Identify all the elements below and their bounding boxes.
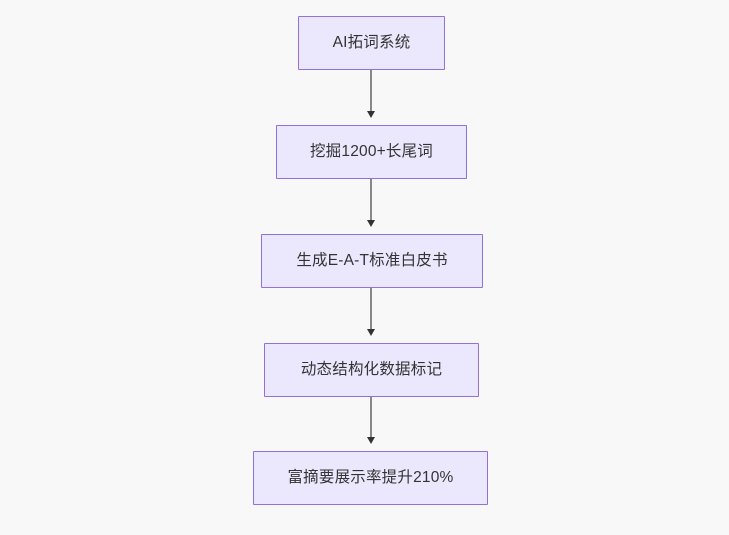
flow-node-generate-eat-whitepaper[interactable]: 生成E-A-T标准白皮书 <box>261 234 483 288</box>
flow-node-label: 动态结构化数据标记 <box>300 361 443 379</box>
arrowhead-icon <box>366 111 375 118</box>
flow-node-mine-longtail-keywords[interactable]: 挖掘1200+长尾词 <box>276 125 467 179</box>
arrowhead-icon <box>366 329 375 336</box>
flow-node-ai-keyword-system[interactable]: AI拓词系统 <box>298 16 445 70</box>
edge-line <box>370 288 372 329</box>
flow-node-rich-snippet-rate-increase[interactable]: 富摘要展示率提升210% <box>253 451 488 505</box>
flow-node-label: AI拓词系统 <box>332 34 411 52</box>
flow-node-dynamic-structured-data-markup[interactable]: 动态结构化数据标记 <box>264 343 479 397</box>
flow-node-label: 挖掘1200+长尾词 <box>309 143 434 161</box>
flow-node-label: 富摘要展示率提升210% <box>287 469 454 487</box>
flow-node-label: 生成E-A-T标准白皮书 <box>296 252 448 270</box>
arrowhead-icon <box>366 220 375 227</box>
edge-line <box>370 179 372 220</box>
edge-line <box>370 70 372 111</box>
arrowhead-icon <box>366 437 375 444</box>
edge-line <box>370 397 372 437</box>
